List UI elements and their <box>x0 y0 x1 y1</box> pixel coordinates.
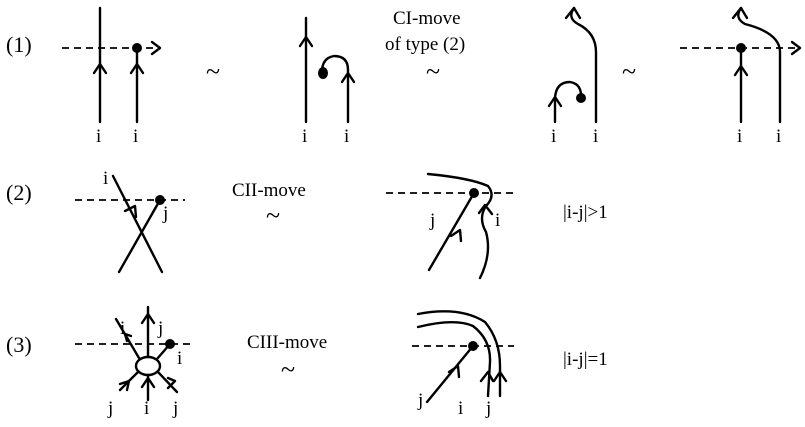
vertex-dot <box>468 341 478 351</box>
row-1-diagram-a: i i <box>62 6 162 147</box>
strand-arrow <box>298 35 314 48</box>
label-i: i <box>495 210 500 231</box>
move-name-line-1: CI-move <box>393 8 461 29</box>
label-i: i <box>144 398 149 419</box>
vertex-dot <box>132 43 142 53</box>
row-1-number: (1) <box>6 32 32 57</box>
strand <box>416 310 502 398</box>
label-i: i <box>551 126 556 147</box>
strand <box>320 54 350 124</box>
equivalence-tilde: ~ <box>266 201 280 230</box>
strand-arrow <box>140 376 156 389</box>
vertex-dot <box>318 67 328 79</box>
row-1-diagram-c: i i <box>547 6 598 147</box>
label-i: i <box>96 126 101 147</box>
move-name: CIII-move <box>247 332 327 353</box>
strand-arrow <box>123 204 138 219</box>
label-j: j <box>107 398 113 419</box>
strand <box>427 191 476 272</box>
strand-arrow <box>449 228 463 243</box>
strand <box>117 198 162 274</box>
label-j: j <box>157 318 163 339</box>
condition: |i-j|>1 <box>563 202 608 223</box>
row-3-diagram-b: j i j <box>412 310 514 419</box>
strand-arrow <box>118 379 131 392</box>
row-3-diagram-a: i j i j i j <box>75 305 190 419</box>
strand-arrow <box>447 364 461 379</box>
vertex-dot <box>736 43 746 53</box>
vertex-dot <box>165 339 175 349</box>
strand-arrow <box>129 62 145 75</box>
label-i: i <box>103 168 108 189</box>
strand-arrow <box>340 71 356 84</box>
label-i: i <box>593 126 598 147</box>
strand-arrow <box>731 6 749 20</box>
row-1-diagram-d: i i <box>680 6 802 147</box>
equivalence-tilde: ~ <box>426 57 440 86</box>
strand-arrow <box>140 312 156 325</box>
dashed-arrowhead <box>150 40 162 56</box>
equivalence-tilde: ~ <box>206 57 220 86</box>
label-i: i <box>776 126 781 147</box>
label-j: j <box>172 398 178 419</box>
row-2-diagram-a: i j <box>75 168 185 274</box>
row-2-number: (2) <box>6 180 32 205</box>
strand <box>156 370 179 394</box>
row-2-diagram-b: j i <box>386 172 513 280</box>
strand-arrow <box>92 62 108 75</box>
equivalence-tilde: ~ <box>622 57 636 86</box>
equivalence-tilde: ~ <box>281 355 295 384</box>
strand-arrow <box>166 376 177 390</box>
strand-arrow <box>123 332 133 343</box>
vertex-dot <box>155 195 165 205</box>
vertex-dot <box>576 93 586 103</box>
label-i: i <box>344 126 349 147</box>
label-j: j <box>162 203 168 224</box>
strand <box>737 6 782 124</box>
condition: |i-j|=1 <box>563 349 608 370</box>
label-i: i <box>133 126 138 147</box>
label-i: i <box>302 126 307 147</box>
strand-arrow <box>492 370 508 383</box>
strand <box>570 6 598 124</box>
row-2: (2) i j CII-move ~ j i |i-j|>1 <box>6 168 608 280</box>
strand <box>416 321 492 398</box>
move-name-line-2: of type (2) <box>385 34 465 55</box>
row-1-diagram-b: i i <box>298 16 356 147</box>
strand <box>425 344 475 404</box>
row-3: (3) i j i j i j CIII-move ~ <box>6 305 608 419</box>
label-j: j <box>485 398 491 419</box>
strand-arrow <box>477 203 494 216</box>
row-1: (1) i i ~ i i CI-move of type (2) ~ <box>6 6 802 147</box>
label-i: i <box>737 126 742 147</box>
strand-arrow <box>733 64 749 77</box>
strand <box>111 174 164 274</box>
vertex-dot <box>469 188 479 198</box>
strand-arrow <box>564 6 582 20</box>
dashed-arrowhead <box>790 40 802 56</box>
strand <box>426 172 493 280</box>
label-i: i <box>177 348 182 369</box>
strand-arrow <box>479 370 495 383</box>
label-j: j <box>429 210 435 231</box>
row-3-number: (3) <box>6 332 32 357</box>
label-i: i <box>458 398 463 419</box>
label-j: j <box>417 390 423 411</box>
move-name: CII-move <box>232 180 306 201</box>
strand-arrow <box>547 95 563 108</box>
label-i: i <box>120 318 125 339</box>
strand <box>553 80 583 124</box>
